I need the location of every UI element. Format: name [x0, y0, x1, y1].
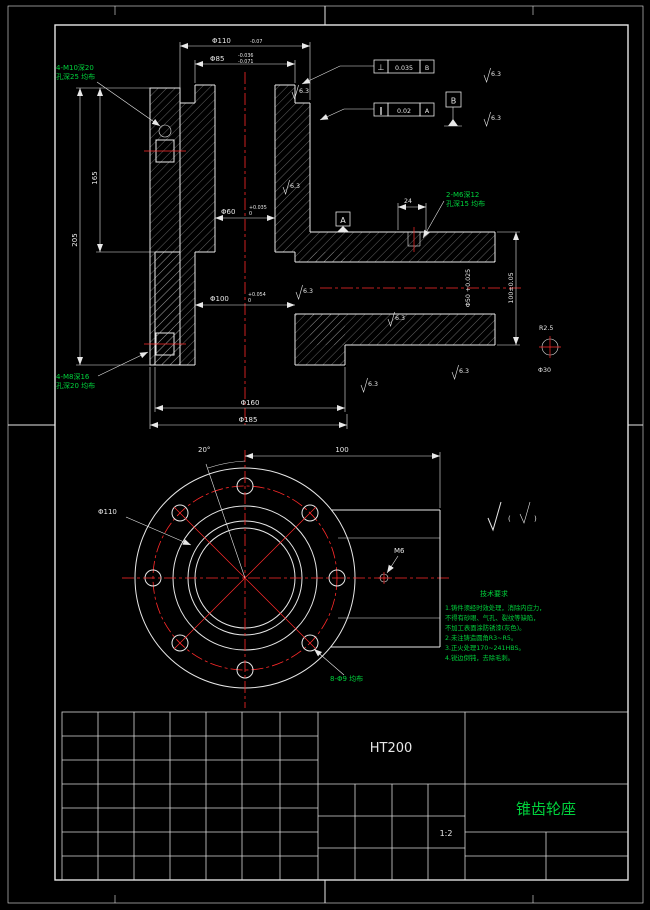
tol2-symbol: ∥	[379, 106, 383, 115]
dim-right: 24 100±0.05 Φ50 +0.025	[397, 198, 520, 346]
tech-line-3: 不加工表面涂防锈漆(灰色)。	[445, 623, 525, 632]
dim-height-100: 100±0.05	[508, 272, 515, 303]
svg-text:2-M6深12: 2-M6深12	[446, 190, 479, 199]
svg-text:4-M8深16: 4-M8深16	[56, 372, 90, 381]
svg-text:A: A	[340, 216, 346, 225]
dim-d110-tol: -0.07	[250, 39, 262, 45]
dim-d160: Φ160	[241, 399, 260, 407]
svg-text:孔深15 均布: 孔深15 均布	[446, 199, 485, 208]
surface-finish-others: ( )	[487, 501, 537, 532]
svg-text:4-M10深20: 4-M10深20	[56, 63, 94, 72]
dim-d110: Φ110	[212, 37, 231, 45]
tol1-symbol: ⊥	[378, 63, 385, 72]
tech-line-2: 不得有砂眼、气孔、裂纹等缺陷，	[445, 613, 539, 622]
dim-top: Φ110 -0.07 Φ85 -0.036 -0.071	[179, 37, 311, 100]
dim-height-205: 205	[71, 233, 79, 246]
tolerance-frame-2: ∥ 0.02 A	[373, 102, 435, 117]
scale-value: 1:2	[440, 829, 453, 838]
dim-bore-d60: Φ60	[221, 208, 235, 216]
tech-line-4: 2.未注铸造圆角R3~R5。	[445, 633, 517, 642]
bolt-holes-note: 8-Φ9 均布	[330, 674, 363, 683]
tech-title: 技术要求	[480, 589, 508, 598]
dim-bore2-tol-l: 0	[248, 298, 251, 304]
part-name: 锥齿轮座	[516, 800, 576, 818]
section-view: Φ110 -0.07 Φ85 -0.036 -0.071 205 165 Φ60…	[56, 37, 561, 429]
tech-line-6: 4.锐边倒钝，去除毛刺。	[445, 653, 514, 662]
tol1-datum: B	[425, 65, 429, 72]
thread-note-right: 2-M6深12 孔深15 均布	[422, 190, 485, 239]
tol1-value: 0.035	[395, 65, 413, 72]
svg-text:孔深20 均布: 孔深20 均布	[56, 381, 95, 390]
svg-text:孔深25 均布: 孔深25 均布	[56, 72, 95, 81]
paren-close: )	[534, 515, 537, 523]
dim-len-24: 24	[404, 198, 412, 205]
dim-d85-tol-l: -0.071	[238, 59, 253, 65]
sheet-frame	[7, 5, 644, 904]
tech-line-5: 3.正火处理170~241HBS。	[445, 643, 525, 652]
datum-b: B	[444, 91, 462, 127]
thread-note-top-left: 4-M10深20 孔深25 均布	[56, 63, 161, 127]
svg-text:B: B	[451, 97, 457, 106]
dim-d85-tol-u: -0.036	[238, 53, 253, 59]
detail-radius: R2.5	[539, 325, 553, 332]
dim-bore2-tol-u: +0.054	[248, 292, 266, 298]
dim-bore-d100: Φ100	[210, 295, 229, 303]
title-block: HT200 锥齿轮座 1:2	[61, 711, 629, 881]
tol2-datum: A	[425, 108, 430, 115]
dim-bores: Φ60 +0.035 0 Φ100 +0.054 0	[195, 205, 295, 308]
dim-d185: Φ185	[239, 416, 258, 424]
dim-bore-tol-l: 0	[249, 211, 252, 217]
dim-bore-d50: Φ50 +0.025	[465, 269, 472, 307]
paren-open: (	[508, 515, 511, 523]
dim-left: 205 165	[71, 87, 155, 366]
dim-bottom: Φ160 Φ185	[149, 367, 348, 429]
check-small-icon	[519, 501, 531, 524]
material-label: HT200	[370, 741, 413, 756]
datum-a: A	[335, 211, 351, 232]
dim-height-165: 165	[91, 171, 99, 184]
detail-dia: Φ30	[538, 367, 551, 374]
dim-bore-tol-u: +0.035	[249, 205, 267, 211]
check-icon	[487, 501, 502, 532]
dim-angle-20: 20°	[198, 446, 210, 454]
dim-bore-d110-label: Φ110	[98, 508, 117, 516]
tech-line-1: 1.铸件须经时效处理，消除内应力，	[445, 603, 545, 612]
dim-d85: Φ85	[210, 55, 224, 63]
tolerance-frame-1: ⊥ 0.035 B	[373, 59, 435, 74]
tol2-value: 0.02	[397, 108, 411, 115]
thread-m6-label: M6	[394, 547, 405, 555]
detail-feature: R2.5 Φ30	[538, 325, 561, 374]
tech-requirements: 技术要求 1.铸件须经时效处理，消除内应力， 不得有砂眼、气孔、裂纹等缺陷， 不…	[445, 589, 545, 662]
thread-note-bottom-left: 4-M8深16 孔深20 均布	[56, 351, 149, 390]
dim-width-100: 100	[335, 446, 348, 454]
front-view: M6 100 20° Φ110 8-Φ9 均布	[98, 446, 452, 708]
